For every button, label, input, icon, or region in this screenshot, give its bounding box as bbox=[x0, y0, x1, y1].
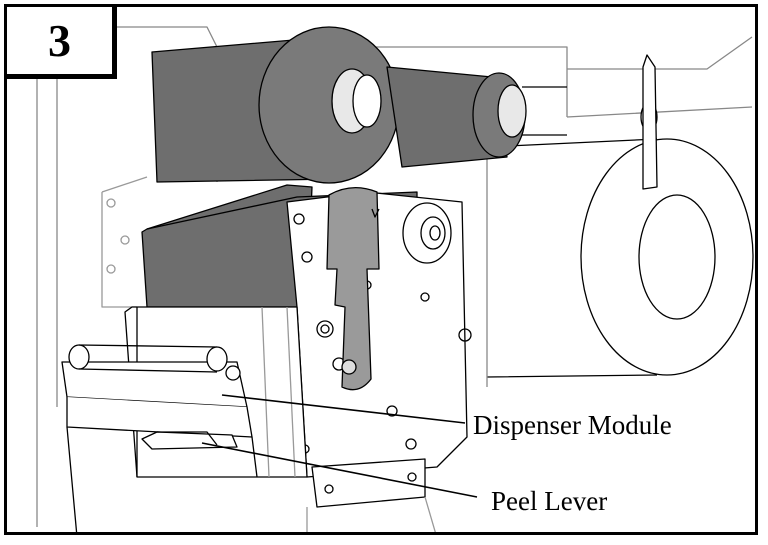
screw bbox=[120, 235, 130, 245]
step-number-badge: 3 bbox=[7, 7, 117, 79]
peel-lever-label: Peel Lever bbox=[491, 486, 608, 516]
left-side-plate bbox=[101, 176, 148, 308]
label-supply-roll bbox=[486, 54, 754, 387]
right-housing bbox=[566, 36, 753, 118]
screw bbox=[106, 198, 116, 208]
screw bbox=[106, 264, 116, 274]
leader-line-peel bbox=[201, 442, 478, 498]
dispenser-module-label: Dispenser Module bbox=[473, 410, 672, 440]
guide-roller bbox=[402, 202, 452, 264]
leader-line-dispenser bbox=[221, 394, 466, 424]
rear-frame bbox=[36, 19, 568, 527]
printer-illustration bbox=[36, 19, 754, 532]
dispenser-module bbox=[61, 344, 258, 532]
head-lever bbox=[326, 187, 380, 391]
ribbon-supply-roll bbox=[386, 66, 567, 168]
illustration-frame: 3 Dispenser Module Peel Lever bbox=[4, 4, 758, 535]
ribbon-rewind-roll bbox=[151, 26, 400, 184]
